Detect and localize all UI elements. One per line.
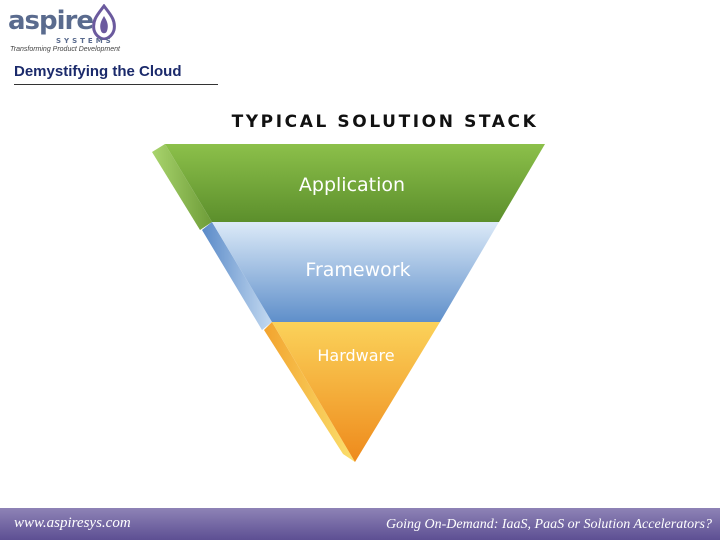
- framework-label: Framework: [305, 259, 410, 281]
- logo-flame-icon: [92, 4, 116, 40]
- hardware-layer-side: [264, 322, 355, 462]
- footer-bar: www.aspiresys.com Going On-Demand: IaaS,…: [0, 508, 720, 540]
- logo-subtitle: SYSTEMS: [56, 37, 114, 45]
- application-layer: [165, 144, 545, 222]
- logo-tagline: Transforming Product Development: [10, 46, 120, 53]
- framework-layer: [212, 222, 499, 322]
- footer-tagline: Going On-Demand: IaaS, PaaS or Solution …: [386, 517, 712, 532]
- hardware-label: Hardware: [317, 346, 394, 365]
- title-underline: [14, 84, 218, 85]
- hardware-layer: [272, 322, 440, 462]
- company-logo: aspire SYSTEMS Transforming Product Deve…: [8, 4, 120, 56]
- framework-layer-side: [202, 222, 272, 330]
- diagram-heading: TYPICAL SOLUTION STACK: [231, 112, 539, 132]
- footer-website: www.aspiresys.com: [14, 515, 131, 531]
- application-layer-side: [152, 144, 212, 230]
- application-label: Application: [299, 174, 405, 196]
- slide-title: Demystifying the Cloud: [14, 63, 182, 80]
- logo-word: aspire: [8, 6, 94, 36]
